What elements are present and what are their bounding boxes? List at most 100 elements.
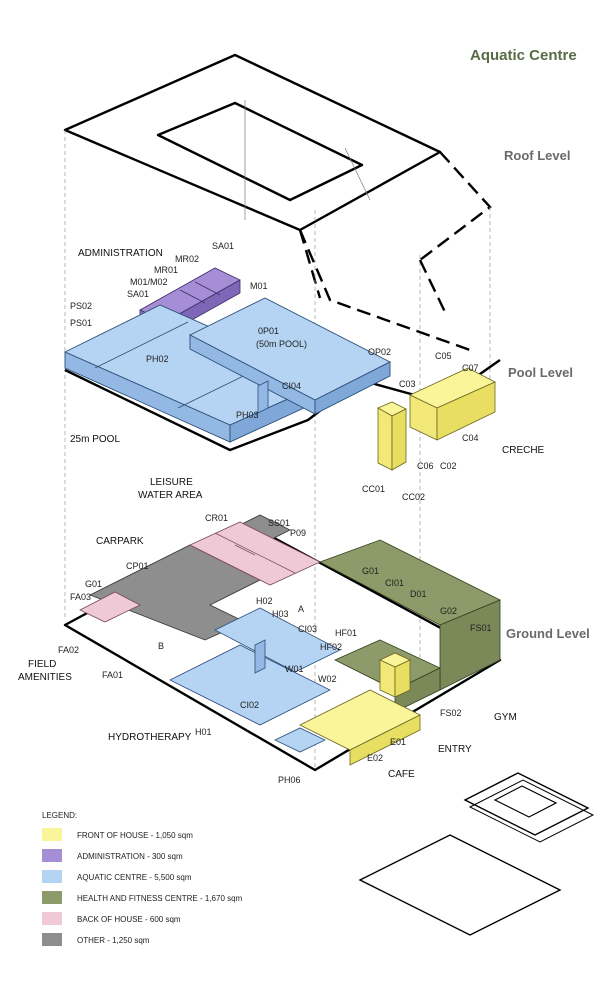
legend-item: HEALTH AND FITNESS CENTRE - 1,670 sqm bbox=[42, 891, 243, 904]
label-hf02: HF02 bbox=[320, 642, 342, 652]
label-leisure-2: WATER AREA bbox=[138, 490, 203, 501]
label-c05: C05 bbox=[435, 351, 452, 361]
legend-heading: LEGEND: bbox=[42, 811, 77, 820]
label-hf01: HF01 bbox=[335, 628, 357, 638]
label-op01: 0P01 bbox=[258, 326, 279, 336]
label-g01-right: G01 bbox=[362, 566, 379, 576]
legend-swatch bbox=[42, 891, 62, 904]
label-h03: H03 bbox=[272, 609, 289, 619]
aquatic-ground-block bbox=[169, 607, 341, 753]
legend-item: AQUATIC CENTRE - 5,500 sqm bbox=[42, 870, 192, 883]
label-fa03: FA03 bbox=[70, 592, 91, 602]
legend-label: AQUATIC CENTRE - 5,500 sqm bbox=[77, 873, 192, 882]
label-m01m02: M01/M02 bbox=[130, 277, 168, 287]
label-entry: ENTRY bbox=[438, 744, 472, 755]
label-field-1: FIELD bbox=[28, 659, 56, 670]
label-h01: H01 bbox=[195, 727, 212, 737]
legend-item: ADMINISTRATION - 300 sqm bbox=[42, 849, 183, 862]
label-ci03: CI03 bbox=[298, 624, 317, 634]
label-a: A bbox=[298, 604, 304, 614]
aquatic-slab-50m bbox=[189, 297, 391, 415]
label-mr02: MR02 bbox=[175, 254, 199, 264]
creche-block bbox=[377, 367, 496, 471]
label-op01-sub: (50m POOL) bbox=[256, 339, 307, 349]
label-b: B bbox=[158, 641, 164, 651]
roof-void bbox=[156, 101, 364, 202]
label-ci04: CI04 bbox=[282, 381, 301, 391]
label-ph03: PH03 bbox=[236, 410, 259, 420]
page-title: Aquatic Centre bbox=[470, 47, 577, 64]
legend-item: BACK OF HOUSE - 600 sqm bbox=[42, 912, 181, 925]
label-c07: C07 bbox=[462, 363, 479, 373]
legend-label: BACK OF HOUSE - 600 sqm bbox=[77, 915, 181, 924]
level-ground: Ground Level bbox=[506, 626, 590, 641]
ground-level: CR01 SS01 P09 CARPARK CP01 G01 FA03 FA02… bbox=[18, 513, 590, 785]
legend-swatch bbox=[42, 870, 62, 883]
label-c02: C02 bbox=[440, 461, 457, 471]
label-25m-pool: 25m POOL bbox=[70, 434, 120, 445]
legend-item: FRONT OF HOUSE - 1,050 sqm bbox=[42, 828, 193, 841]
roof-plate bbox=[63, 53, 442, 232]
health-fitness-block bbox=[319, 539, 501, 713]
label-e02: E02 bbox=[367, 753, 383, 763]
label-e01: E01 bbox=[390, 737, 406, 747]
roof-level: Roof Level bbox=[63, 53, 570, 770]
legend-label: ADMINISTRATION - 300 sqm bbox=[77, 852, 183, 861]
front-of-house-block bbox=[299, 652, 421, 766]
label-leisure-1: LEISURE bbox=[150, 477, 193, 488]
label-sa01: SA01 bbox=[127, 289, 149, 299]
label-mr01: MR01 bbox=[154, 265, 178, 275]
label-cp01: CP01 bbox=[126, 561, 149, 571]
label-field-2: AMENITIES bbox=[18, 672, 72, 683]
legend-swatch bbox=[42, 933, 62, 946]
label-d01: D01 bbox=[410, 589, 427, 599]
label-w01: W01 bbox=[285, 664, 304, 674]
label-ci02: CI02 bbox=[240, 700, 259, 710]
label-ss01: SS01 bbox=[268, 518, 290, 528]
label-c06: C06 bbox=[417, 461, 434, 471]
legend-label: FRONT OF HOUSE - 1,050 sqm bbox=[77, 831, 193, 840]
label-ps01: PS01 bbox=[70, 318, 92, 328]
label-fs02: FS02 bbox=[440, 708, 462, 718]
label-sa01-top: SA01 bbox=[212, 241, 234, 251]
label-p09: P09 bbox=[290, 528, 306, 538]
label-ph06: PH06 bbox=[278, 775, 301, 785]
label-c03: C03 bbox=[399, 379, 416, 389]
label-cafe: CAFE bbox=[388, 769, 415, 780]
label-c04: C04 bbox=[462, 433, 479, 443]
label-fa01: FA01 bbox=[102, 670, 123, 680]
legend-label: HEALTH AND FITNESS CENTRE - 1,670 sqm bbox=[77, 894, 243, 903]
label-cc01: CC01 bbox=[362, 484, 385, 494]
legend-swatch bbox=[42, 912, 62, 925]
roof-guide-2 bbox=[344, 147, 371, 201]
label-ph02: PH02 bbox=[146, 354, 169, 364]
label-w02: W02 bbox=[318, 674, 337, 684]
label-h02: H02 bbox=[256, 596, 273, 606]
legend-item: OTHER - 1,250 sqm bbox=[42, 933, 150, 946]
pool-dashed-edge bbox=[298, 229, 471, 352]
legend-label: OTHER - 1,250 sqm bbox=[77, 936, 150, 945]
label-hydrotherapy: HYDROTHERAPY bbox=[108, 732, 192, 743]
label-m01: M01 bbox=[250, 281, 268, 291]
label-g02: G02 bbox=[440, 606, 457, 616]
level-roof: Roof Level bbox=[504, 148, 570, 163]
label-cr01: CR01 bbox=[205, 513, 228, 523]
level-pool: Pool Level bbox=[508, 365, 573, 380]
label-ci01: CI01 bbox=[385, 578, 404, 588]
label-carpark: CARPARK bbox=[96, 536, 144, 547]
label-op02: OP02 bbox=[368, 347, 391, 357]
label-g01-left: G01 bbox=[85, 579, 102, 589]
label-ps02: PS02 bbox=[70, 301, 92, 311]
label-fa02: FA02 bbox=[58, 645, 79, 655]
pool-level: ADMINISTRATION SA01 MR02 MR01 M01/M02 SA… bbox=[63, 229, 573, 502]
roof-dashed-edge bbox=[298, 151, 492, 299]
label-creche: CRECHE bbox=[502, 445, 545, 456]
key-plan-thumbnail bbox=[358, 772, 595, 936]
legend-swatch bbox=[42, 849, 62, 862]
legend-swatch bbox=[42, 828, 62, 841]
label-fs01: FS01 bbox=[470, 623, 492, 633]
label-cc02: CC02 bbox=[402, 492, 425, 502]
legend: LEGEND: FRONT OF HOUSE - 1,050 sqm ADMIN… bbox=[42, 811, 243, 946]
label-gym: GYM bbox=[494, 712, 517, 723]
